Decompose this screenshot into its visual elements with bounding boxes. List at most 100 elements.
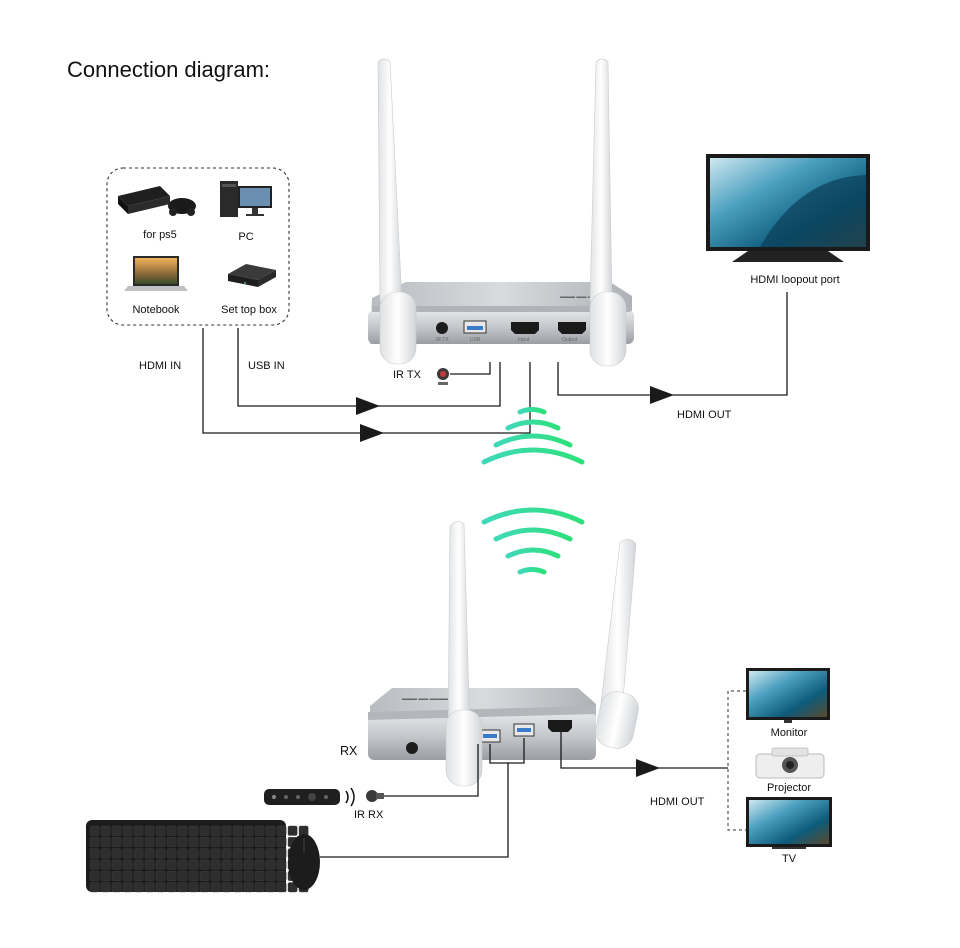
tx-antenna-right <box>589 58 627 367</box>
keyboard-key <box>111 825 122 836</box>
wifi-signal-bottom-icon <box>481 507 585 575</box>
ir-signal-icon <box>345 787 355 807</box>
mouse-icon <box>288 834 320 890</box>
keyboard-key <box>276 825 287 836</box>
keyboard-key <box>111 871 122 881</box>
ir-rx-label: IR RX <box>354 809 384 821</box>
ir-tx-sensor-icon <box>437 368 449 385</box>
keyboard-key <box>111 859 122 870</box>
keyboard-key <box>254 825 265 836</box>
keyboard-key <box>89 859 100 870</box>
keyboard-key <box>287 825 298 836</box>
keyboard-key <box>144 871 155 881</box>
hdmi-in-label: HDMI IN <box>139 360 181 372</box>
keyboard-key <box>122 882 133 893</box>
usb-in-label: USB IN <box>248 360 285 372</box>
keyboard-key <box>133 882 144 893</box>
keyboard-key <box>232 848 243 859</box>
rx-brand-text: ▬▬▬ ▬▬ ▬▬▬▬ ▬▬▬ <box>402 696 466 702</box>
keyboard-key <box>221 871 232 881</box>
rx-ir-port <box>406 742 418 754</box>
keyboard-key <box>133 859 144 870</box>
keyboard-key <box>144 859 155 870</box>
tx-port-label-output: Output <box>562 337 578 343</box>
keyboard-key <box>243 871 254 881</box>
rx-hdmi-port <box>548 720 572 732</box>
keyboard-key <box>89 882 100 893</box>
keyboard-key <box>199 837 210 847</box>
keyboard-key <box>144 882 155 893</box>
rx-antenna-left <box>445 521 483 787</box>
hdmi-out-arrow <box>650 386 674 404</box>
tx-port-label-usb: USB <box>470 337 481 343</box>
display-options-bracket <box>727 690 746 831</box>
rx-label: RX <box>340 744 358 758</box>
source-label-set-top-box: Set top box <box>221 304 277 316</box>
display-label-monitor: Monitor <box>771 727 808 739</box>
notebook-icon <box>124 256 188 291</box>
keyboard-key <box>122 848 133 859</box>
keyboard-key <box>276 882 287 893</box>
keyboard-key <box>177 871 188 881</box>
keyboard-key <box>232 837 243 847</box>
source-devices-box <box>106 167 290 326</box>
keyboard-key <box>166 882 177 893</box>
keyboard-key <box>144 825 155 836</box>
keyboard-key <box>133 848 144 859</box>
rx-hdmi-out-wire <box>560 732 728 769</box>
keyboard-key <box>100 882 111 893</box>
keyboard-key <box>89 825 100 836</box>
keyboard-key <box>276 848 287 859</box>
keyboard-key <box>210 859 221 870</box>
keyboard-key <box>210 871 221 881</box>
tx-hdmi-out-label: HDMI OUT <box>677 409 732 421</box>
keyboard-key <box>111 837 122 847</box>
keyboard-key <box>122 825 133 836</box>
keyboard-key <box>276 859 287 870</box>
keyboard-key <box>155 859 166 870</box>
keyboard-key <box>254 848 265 859</box>
keyboard-key <box>144 848 155 859</box>
keyboard-key <box>166 859 177 870</box>
keyboard-key <box>265 859 276 870</box>
keyboard-key <box>155 882 166 893</box>
keyboard-key <box>100 859 111 870</box>
tx-port-label-ir: IR TX <box>436 337 449 343</box>
keyboard-key <box>243 848 254 859</box>
keyboard-key <box>265 871 276 881</box>
keyboard-key <box>232 871 243 881</box>
keyboard-key <box>89 848 100 859</box>
keyboard-key <box>221 837 232 847</box>
keyboard-key <box>254 871 265 881</box>
display-label-projector: Projector <box>767 782 811 794</box>
tx-brand-text: ▬▬▬ ▬▬ ▬▬▬ ▬▬▬ <box>560 294 619 300</box>
keyboard-key <box>243 859 254 870</box>
rx-hdmi-out-arrow <box>636 759 660 777</box>
keyboard-key <box>133 837 144 847</box>
keyboard-key <box>221 825 232 836</box>
keyboard-key <box>111 882 122 893</box>
keyboard-key <box>122 837 133 847</box>
ir-rx-sensor-icon <box>366 790 384 802</box>
keyboard-key <box>166 848 177 859</box>
keyboard-key <box>276 871 287 881</box>
tx-port-label-input: Input <box>518 337 530 343</box>
keyboard-key <box>166 825 177 836</box>
hdmi-in-arrow <box>360 424 384 442</box>
ir-rx-wire <box>384 744 479 797</box>
keyboard-key <box>265 882 276 893</box>
keyboard-key <box>188 859 199 870</box>
keyboard-key <box>155 825 166 836</box>
keyboard-key <box>265 848 276 859</box>
keyboard-icon <box>86 820 309 893</box>
tx-hdmi-output-port <box>558 322 586 334</box>
keyboard-key <box>133 825 144 836</box>
loopout-label: HDMI loopout port <box>750 274 839 286</box>
keyboard-key <box>210 837 221 847</box>
keyboard-key <box>243 882 254 893</box>
keyboard-key <box>188 837 199 847</box>
keyboard-key <box>199 859 210 870</box>
keyboard-key <box>254 859 265 870</box>
